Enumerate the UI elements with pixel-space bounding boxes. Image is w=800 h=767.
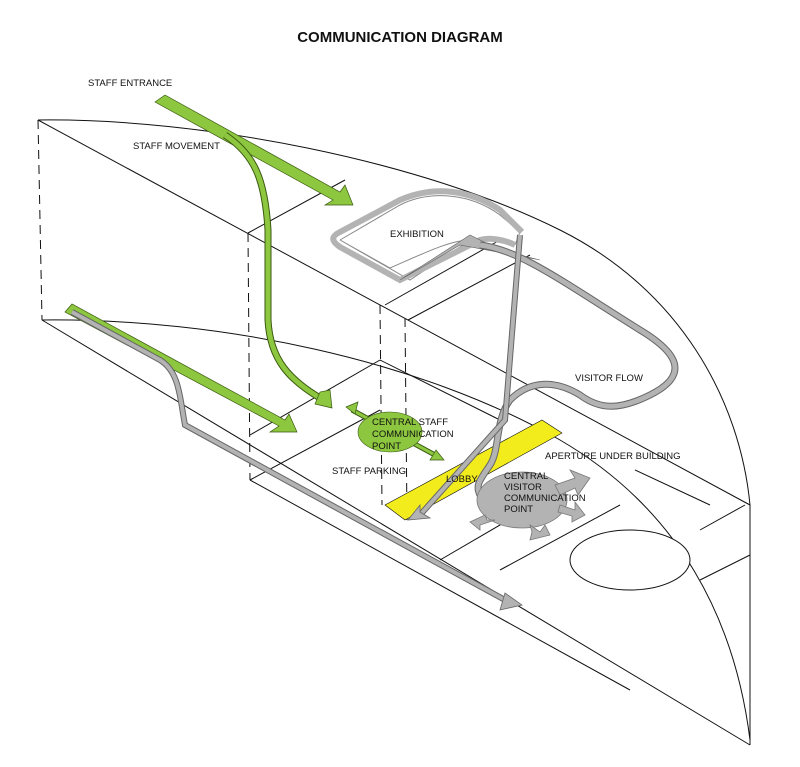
label-central-visitor-2: VISITOR: [504, 482, 542, 493]
staff-entrance-arrow: [154, 94, 354, 206]
label-staff-parking: STAFF PARKING: [332, 466, 406, 477]
visitor-flow-path: [407, 234, 679, 521]
label-visitor-flow: VISITOR FLOW: [575, 373, 643, 384]
staff-movement-arrows: [64, 94, 354, 433]
label-central-staff-2: COMMUNICATION: [372, 429, 454, 440]
label-central-staff-1: CENTRAL STAFF: [372, 417, 448, 428]
label-central-visitor-1: CENTRAL: [504, 471, 548, 482]
central-visitor-communication-point: [469, 469, 591, 541]
label-aperture: APERTURE UNDER BUILDING: [545, 451, 681, 462]
visitor-road-arrow: [70, 309, 523, 611]
label-staff-entrance: STAFF ENTRANCE: [88, 78, 172, 89]
label-central-staff-3: POINT: [372, 441, 401, 452]
label-central-visitor-4: POINT: [504, 504, 533, 515]
aperture-ellipse: [569, 529, 691, 591]
label-exhibition: EXHIBITION: [390, 229, 444, 240]
lobby-band: [384, 419, 563, 521]
label-lobby: LOBBY: [446, 474, 478, 485]
staff-parking-arrow: [64, 303, 298, 433]
exhibition-loop: [330, 188, 541, 284]
label-staff-movement: STAFF MOVEMENT: [133, 141, 220, 152]
label-central-visitor-3: COMMUNICATION: [504, 493, 586, 504]
central-staff-communication-point: [345, 401, 445, 461]
diagram-title: COMMUNICATION DIAGRAM: [297, 29, 503, 46]
